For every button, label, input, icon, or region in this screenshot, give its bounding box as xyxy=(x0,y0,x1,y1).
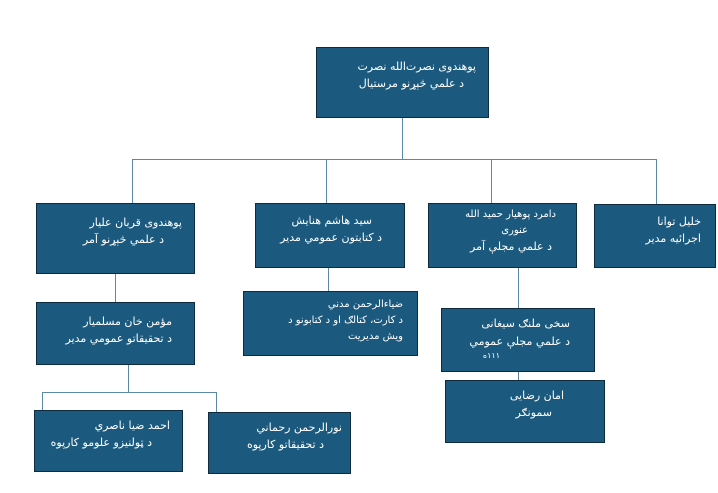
connector-to-n3 xyxy=(491,159,492,203)
node-n3b: امان رضایی سمونګر xyxy=(445,380,605,443)
node-n3b-title: سمونګر xyxy=(515,406,552,420)
node-root-title: د علمي څېړنو مرستیال xyxy=(358,77,464,91)
node-n4: خلیل توانا اجرائیه مدیر xyxy=(594,204,716,268)
connector-to-n1 xyxy=(132,159,133,203)
node-n1: پوهندوی قربان علیار د علمي څېړنو آمر xyxy=(36,203,195,274)
node-n3-title: د علمي مجلې آمر xyxy=(470,240,552,253)
connector-root-down xyxy=(402,118,403,160)
node-n2a-name: ضیاءالرحمن مدني xyxy=(327,299,403,310)
connector-n1-down xyxy=(115,274,116,302)
node-n2-title: د کتابتون عمومي مدیر xyxy=(280,231,382,245)
node-n3a: سخی ملنګ سیغانی د علمي مجلې عمومي ۱۱۱ه xyxy=(441,308,595,372)
connector-n2-down xyxy=(328,268,329,291)
node-n1a-name: مؤمن خان مسلمیار xyxy=(83,315,172,328)
connector-n3-down xyxy=(518,268,519,308)
connector-n3a-down xyxy=(518,372,519,382)
connector-to-n1a1 xyxy=(42,392,43,410)
connector-to-n4 xyxy=(656,159,657,204)
node-n1a1: احمد ضیا ناصري د ټولنیزو علومو کارپوه xyxy=(34,410,183,472)
node-n1a2-name: نورالرحمن رحماني xyxy=(256,421,342,434)
node-n2a-title-cont: ویش مدیریت xyxy=(347,331,403,342)
node-n3: دامرد پوهیار حمید الله عنوری د علمي مجلې… xyxy=(428,203,577,268)
node-root: پوهندوی نصرت‌الله نصرت د علمي څېړنو مرست… xyxy=(316,47,489,118)
node-n3b-name: امان رضایی xyxy=(509,389,564,402)
connector-sub-bus xyxy=(42,392,217,393)
connector-to-n2 xyxy=(326,159,327,203)
node-n2a-title: د کارت، کتالګ او د کتابونو د xyxy=(288,315,403,326)
node-n4-title: اجرائیه مدیر xyxy=(645,232,701,246)
connector-horizontal-bus xyxy=(132,159,657,160)
node-root-name: پوهندوی نصرت‌الله نصرت xyxy=(357,60,476,73)
node-n2-name: سید هاشم هنایش xyxy=(291,214,372,227)
node-n4-name: خلیل توانا xyxy=(657,215,701,228)
connector-to-n1a2 xyxy=(216,392,217,412)
node-n1a2-title: د تحقیقاتو کارپوه xyxy=(246,438,324,452)
node-n1a1-title: د ټولنیزو علومو کارپوه xyxy=(50,436,152,450)
node-n2: سید هاشم هنایش د کتابتون عمومي مدیر xyxy=(255,203,405,268)
node-n3-name-cont: عنوری xyxy=(501,224,528,236)
node-n1a2: نورالرحمن رحماني د تحقیقاتو کارپوه xyxy=(208,412,351,474)
node-n3a-name: سخی ملنګ سیغانی xyxy=(481,317,570,330)
node-n1a-title: د تحقیقاتو عمومي مدیر xyxy=(65,332,172,346)
node-n1-name: پوهندوی قربان علیار xyxy=(89,216,182,229)
node-n3a-title: د علمي مجلې عمومي xyxy=(469,334,570,348)
node-n3-name: دامرد پوهیار حمید الله xyxy=(465,209,556,220)
node-n3a-note: ۱۱۱ه xyxy=(482,351,500,361)
node-n1-title: د علمي څېړنو آمر xyxy=(82,233,164,247)
node-n2a: ضیاءالرحمن مدني د کارت، کتالګ او د کتابو… xyxy=(243,291,418,356)
node-n1a: مؤمن خان مسلمیار د تحقیقاتو عمومي مدیر xyxy=(36,302,195,365)
connector-n1a-down xyxy=(128,365,129,393)
node-n1a1-name: احمد ضیا ناصري xyxy=(94,419,170,432)
